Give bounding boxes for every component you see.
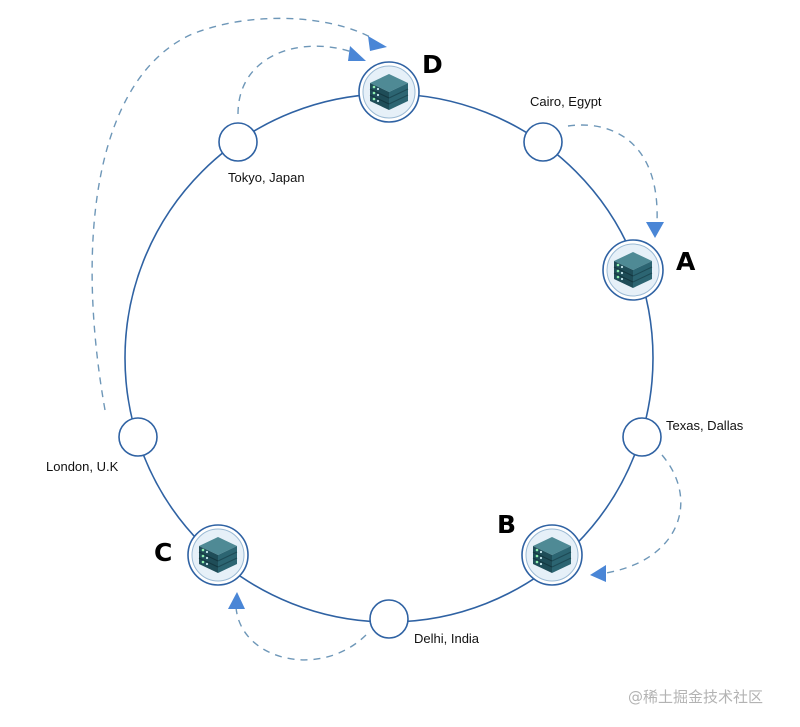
server-label-d: D (422, 50, 443, 79)
server-node-d (358, 61, 420, 123)
location-label-texas: Texas, Dallas (666, 418, 744, 433)
server-label-a: A (676, 247, 696, 276)
arrow-delhi-to-c (235, 606, 367, 661)
arrowhead-tokyo-d (348, 46, 366, 61)
server-node-c (187, 524, 249, 586)
server-label-b: B (497, 510, 516, 539)
arrow-cairo-to-a (567, 124, 658, 223)
arrowhead-cairo-a (646, 222, 664, 238)
node-london (118, 417, 158, 457)
location-label-cairo: Cairo, Egypt (530, 94, 602, 109)
arrow-tokyo-to-d (237, 45, 353, 115)
arrowhead-delhi-c (228, 592, 245, 609)
location-label-tokyo: Tokyo, Japan (228, 170, 305, 185)
location-label-delhi: Delhi, India (414, 631, 480, 646)
arrow-london-to-d (91, 17, 373, 411)
arrow-texas-to-b (605, 454, 682, 574)
location-label-london: London, U.K (46, 459, 119, 474)
server-node-a (602, 239, 664, 301)
node-delhi (369, 599, 409, 639)
server-label-c: C (154, 538, 172, 567)
node-texas (622, 417, 662, 457)
server-node-b (521, 524, 583, 586)
arrowhead-london-d (368, 36, 387, 51)
node-cairo (523, 122, 563, 162)
node-tokyo (218, 122, 258, 162)
arrowhead-texas-b (590, 565, 606, 582)
watermark: @稀土掘金技术社区 (628, 688, 763, 706)
